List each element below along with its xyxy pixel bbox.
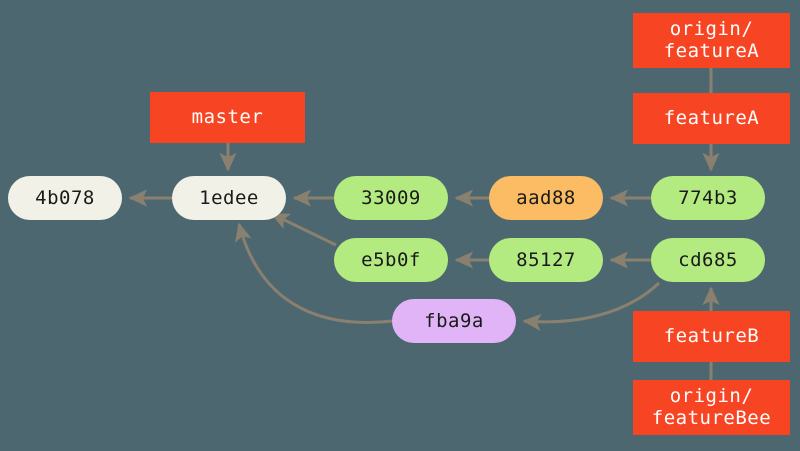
commit-label: e5b0f — [361, 249, 421, 271]
commit-node-aad88[interactable]: aad88 — [489, 176, 603, 220]
commit-node-e5b0f[interactable]: e5b0f — [334, 238, 448, 282]
commit-label: 33009 — [361, 187, 421, 209]
branch-label-text: featureA — [663, 106, 760, 129]
branch-label-text: origin/ featureA — [663, 17, 760, 62]
branch-label-featureA[interactable]: featureA — [633, 93, 790, 144]
edge-fba9a-1edee — [235, 222, 393, 324]
edge-cd685-fba9a — [522, 281, 661, 331]
branch-label-origin-featureA[interactable]: origin/ featureA — [633, 13, 790, 68]
commit-node-85127[interactable]: 85127 — [489, 238, 603, 282]
commit-label: cd685 — [678, 249, 738, 271]
commit-node-774b3[interactable]: 774b3 — [651, 176, 765, 220]
branch-label-text: origin/ featureBee — [651, 384, 772, 429]
commit-node-33009[interactable]: 33009 — [334, 176, 448, 220]
branch-label-origin-featureBee[interactable]: origin/ featureBee — [633, 380, 790, 435]
commit-label: 4b078 — [35, 187, 95, 209]
commit-label: 774b3 — [678, 187, 738, 209]
commit-node-fba9a[interactable]: fba9a — [392, 299, 516, 343]
edge-e5b0f-1edee — [270, 212, 337, 247]
branch-label-master[interactable]: master — [150, 92, 305, 143]
commit-label: 1edee — [199, 187, 259, 209]
commit-node-1edee[interactable]: 1edee — [172, 176, 286, 220]
branch-label-text: master — [191, 105, 264, 128]
commit-label: aad88 — [516, 187, 576, 209]
commit-node-4b078[interactable]: 4b078 — [8, 176, 122, 220]
branch-label-featureB[interactable]: featureB — [633, 311, 790, 362]
commit-node-cd685[interactable]: cd685 — [651, 238, 765, 282]
branch-label-text: featureB — [663, 324, 760, 347]
commit-label: 85127 — [516, 249, 576, 271]
commit-label: fba9a — [424, 310, 484, 332]
